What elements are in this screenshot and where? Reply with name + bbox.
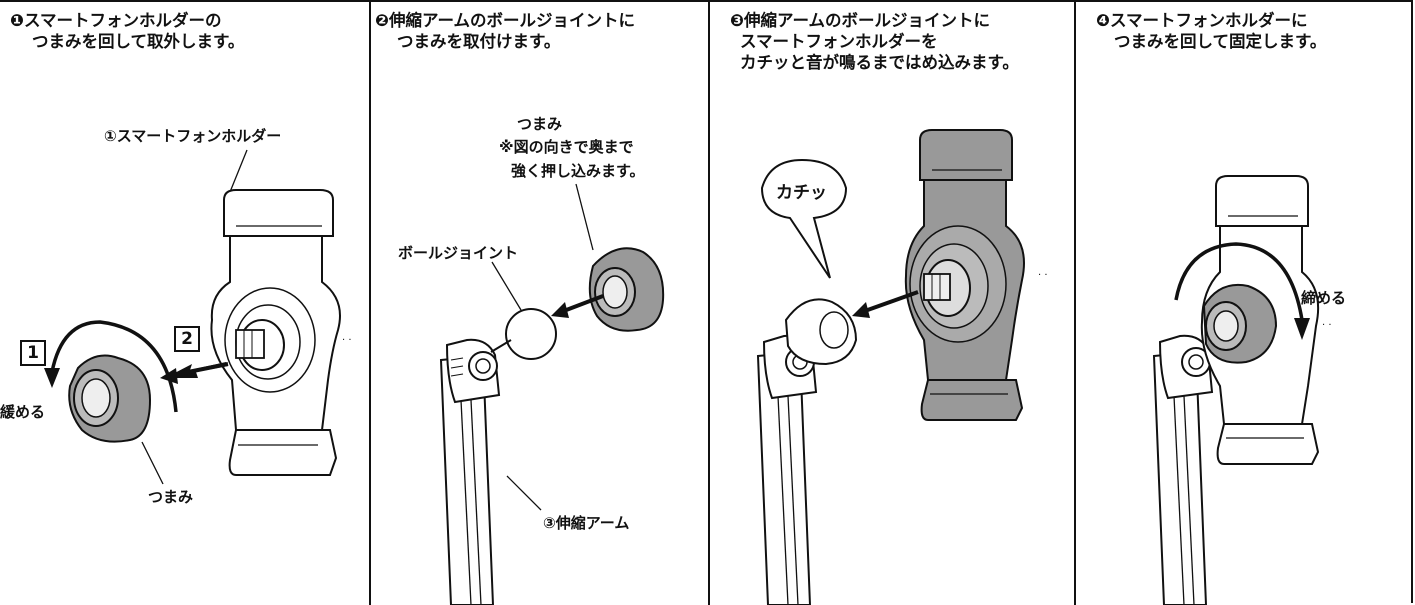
step-4-title-line-2: つまみを回して固定します。 (1114, 32, 1327, 51)
step-1-illustration: · · (44, 149, 352, 485)
svg-text:· ·: · · (1322, 320, 1332, 331)
step-1-panel: ❶スマートフォンホルダーの つまみを回して取外します。 (0, 0, 369, 605)
svg-text:· ·: · · (1038, 270, 1048, 281)
step-1-loosen-label: 緩める (0, 403, 46, 421)
step-4-illustration: · · (1152, 175, 1332, 605)
step-2-knob-label: つまみ (517, 115, 563, 133)
divider-1 (369, 0, 371, 605)
step-2-arm-label: ③伸縮アーム (543, 514, 630, 532)
step-3-number: ❸ (730, 11, 744, 30)
step-1-number-box-1: 1 (20, 340, 46, 366)
svg-text:· ·: · · (342, 335, 352, 346)
step-4-title: ❹スマートフォンホルダーに つまみを回して固定します。 (1096, 10, 1326, 52)
step-3-click-label: カチッ (776, 183, 827, 203)
divider-2 (708, 0, 710, 605)
step-1-number-box-2: 2 (174, 326, 200, 352)
step-4-number: ❹ (1096, 11, 1110, 30)
step-2-note-line-1: ※図の向きで奥まで (499, 138, 634, 156)
step-4-panel: ❹スマートフォンホルダーに つまみを回して固定します。 · · 締める (1076, 0, 1413, 605)
step-1-title-line-2: つまみを回して取外します。 (32, 32, 245, 51)
step-2-note-line-2: 強く押し込みます。 (511, 162, 645, 180)
step-2-ball-joint-label: ボールジョイント (398, 244, 519, 262)
step-3-title-line-2: スマートフォンホルダーを (740, 32, 938, 51)
step-3-title-line-3: カチッと音が鳴るまではめ込みます。 (740, 53, 1019, 72)
step-2-title: ❷伸縮アームのボールジョイントに つまみを取付けます。 (375, 10, 635, 52)
step-2-panel: ❷伸縮アームのボールジョイントに つまみを取付けます。 つまみ ※図の向きで奥ま… (371, 0, 708, 605)
step-1-title-line-1: スマートフォンホルダーの (23, 11, 222, 30)
step-2-title-line-1: 伸縮アームのボールジョイントに (388, 11, 635, 30)
step-1-title: ❶スマートフォンホルダーの つまみを回して取外します。 (10, 10, 244, 52)
step-3-panel: ❸伸縮アームのボールジョイントに スマートフォンホルダーを カチッと音が鳴るまで… (710, 0, 1074, 605)
step-3-title: ❸伸縮アームのボールジョイントに スマートフォンホルダーを カチッと音が鳴るまで… (730, 10, 1019, 73)
step-2-title-line-2: つまみを取付けます。 (397, 32, 561, 51)
divider-3 (1074, 0, 1076, 605)
step-4-tighten-label: 締める (1301, 289, 1347, 307)
step-2-number: ❷ (375, 11, 389, 30)
step-4-title-line-1: スマートフォンホルダーに (1109, 11, 1308, 30)
step-1-number: ❶ (10, 11, 24, 30)
step-3-title-line-1: 伸縮アームのボールジョイントに (743, 11, 990, 30)
step-1-knob-label: つまみ (148, 488, 194, 506)
step-2-illustration (439, 183, 665, 605)
step-3-illustration: · · (756, 129, 1048, 605)
step-1-holder-label: ①スマートフォンホルダー (104, 127, 282, 145)
